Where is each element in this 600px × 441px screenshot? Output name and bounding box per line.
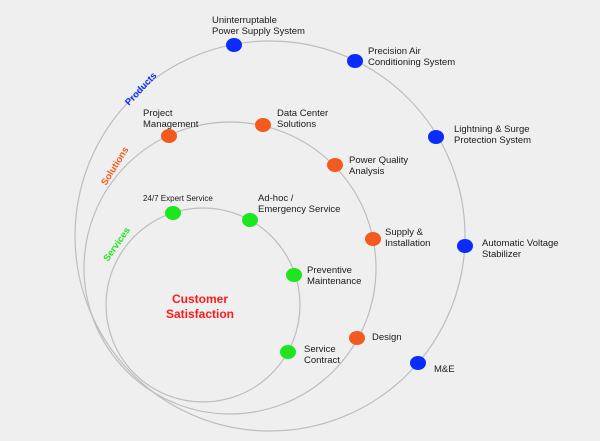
- products-ring: [74, 40, 466, 432]
- services-ring: [105, 207, 301, 403]
- node-preventive-maintenance[interactable]: [286, 268, 302, 282]
- label-expert-service: 24/7 Expert Service: [143, 194, 213, 203]
- label-ups: Uninterruptable Power Supply System: [212, 15, 305, 37]
- label-emergency-service: Ad-hoc / Emergency Service: [258, 193, 341, 215]
- node-expert-service[interactable]: [165, 206, 181, 220]
- node-design[interactable]: [349, 331, 365, 345]
- node-precision-air[interactable]: [347, 54, 363, 68]
- solutions-ring: [83, 121, 377, 415]
- node-lightning-surge[interactable]: [428, 130, 444, 144]
- label-preventive-maintenance: Preventive Maintenance: [307, 265, 362, 287]
- label-project-management: Project Management: [143, 108, 199, 130]
- label-supply-installation: Supply & Installation: [385, 227, 431, 249]
- label-data-center: Data Center Solutions: [277, 108, 329, 130]
- node-me[interactable]: [410, 356, 426, 370]
- label-me: M&E: [434, 364, 455, 375]
- label-precision-air: Precision Air Conditioning System: [368, 46, 456, 68]
- node-emergency-service[interactable]: [242, 213, 258, 227]
- products-ring-label: Products: [123, 70, 159, 108]
- center-label: Customer Satisfaction: [165, 292, 234, 321]
- node-data-center[interactable]: [255, 118, 271, 132]
- node-supply-installation[interactable]: [365, 232, 381, 246]
- services-ring-label: Services: [101, 225, 132, 263]
- label-power-quality: Power Quality Analysis: [349, 155, 409, 177]
- node-power-quality[interactable]: [327, 158, 343, 172]
- label-lightning-surge: Lightning & Surge Protection System: [454, 124, 532, 146]
- label-design: Design: [372, 332, 402, 343]
- solutions-ring-label: Solutions: [99, 145, 131, 188]
- label-avs: Automatic Voltage Stabilizer: [482, 238, 559, 260]
- node-ups[interactable]: [226, 38, 242, 52]
- node-avs[interactable]: [457, 239, 473, 253]
- label-service-contract: Service Contract: [304, 344, 340, 366]
- node-project-management[interactable]: [161, 129, 177, 143]
- node-service-contract[interactable]: [280, 345, 296, 359]
